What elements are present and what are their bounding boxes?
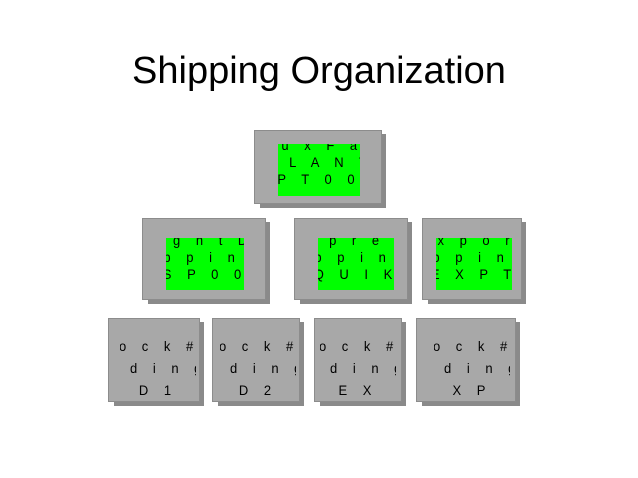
node-dock-1[interactable]: D o c k # 1 o a d i n g P D 1: [108, 318, 204, 406]
node-face: E x p r e s s h i p p i n g P Q U I K: [318, 238, 394, 290]
node-line-1: r e i g h t D o c: [166, 238, 244, 249]
node-line-3: E X P T: [436, 266, 511, 283]
node-face: D o c k # 2 o a d i n g P X P: [434, 336, 510, 400]
node-face: D o c k # 1 o a d i n g P D 1: [120, 336, 196, 400]
node-line-1: D o c k # 2: [220, 338, 296, 355]
node-line-3: P T 0 0: [278, 171, 360, 188]
node-dock-3[interactable]: D o c k # 3 o a d i n g P E X: [314, 318, 406, 406]
node-line-1: D o c k # 1: [120, 338, 196, 355]
page-title: Shipping Organization: [132, 50, 506, 92]
node-line-2: o a d i n g P: [120, 360, 196, 377]
node-face: r e i g h t D o c h i p p i n g P S P 0 …: [166, 238, 244, 290]
node-export-shipping[interactable]: E x p o r t h i p p i n g P E X P T: [422, 218, 526, 304]
node-line-3: E X: [338, 382, 378, 399]
node-face: E x p o r t h i p p i n g P E X P T: [436, 238, 512, 290]
node-express-shipping[interactable]: E x p r e s s h i p p i n g P Q U I K: [294, 218, 412, 304]
node-line-2: o a d i n g P: [434, 360, 510, 377]
node-face: S i o u x F a l l s P L A N T P T 0 0: [278, 144, 360, 196]
node-line-1: S i o u x F a l l s: [278, 144, 360, 154]
node-line-2: o a d i n g P: [320, 360, 396, 377]
node-line-3: D 2: [238, 382, 278, 399]
node-line-1: D o c k # 2: [434, 338, 510, 355]
node-line-2: P L A N T: [278, 154, 360, 171]
node-line-3: D 1: [138, 382, 178, 399]
node-line-2: o a d i n g P: [220, 360, 296, 377]
node-frame: [108, 318, 200, 402]
node-line-1: D o c k # 3: [320, 338, 396, 355]
node-freight-dock-shipping[interactable]: r e i g h t D o c h i p p i n g P S P 0 …: [142, 218, 270, 304]
node-sioux-falls-plant[interactable]: S i o u x F a l l s P L A N T P T 0 0: [254, 130, 386, 208]
node-dock-2[interactable]: D o c k # 2 o a d i n g P D 2: [212, 318, 304, 406]
node-frame: [314, 318, 402, 402]
node-line-1: E x p o r t: [436, 238, 512, 249]
node-line-2: h i p p i n g P: [318, 249, 394, 266]
node-face: D o c k # 2 o a d i n g P D 2: [220, 336, 296, 400]
node-dock-4[interactable]: D o c k # 2 o a d i n g P X P: [416, 318, 520, 406]
node-line-3: S P 0 0: [166, 266, 244, 283]
node-frame: [212, 318, 300, 402]
node-face: D o c k # 3 o a d i n g P E X: [320, 336, 396, 400]
node-line-1: E x p r e s s: [318, 238, 394, 249]
node-line-3: X P: [452, 382, 492, 399]
node-line-3: Q U I K: [318, 266, 392, 283]
node-frame: [416, 318, 516, 402]
node-line-2: h i p p i n g P: [166, 249, 244, 266]
node-line-2: h i p p i n g P: [436, 249, 512, 266]
